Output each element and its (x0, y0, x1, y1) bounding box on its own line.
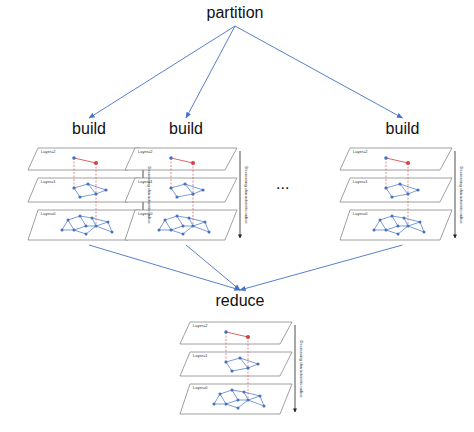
ellipsis-mark: ... (276, 176, 289, 192)
layer-label: Layer=0 (138, 212, 153, 216)
layer-label: Layer=1 (193, 354, 208, 358)
layer-label: Layer=1 (353, 180, 368, 184)
step-label: build (340, 118, 465, 138)
layer-label: Layer=1 (41, 180, 56, 184)
step-label: build (28, 118, 150, 138)
step-title: partition (190, 2, 280, 26)
layer-stack (125, 148, 240, 240)
flow-arrow (235, 26, 403, 118)
step-label: reduce (178, 290, 302, 310)
flow-arrow (89, 26, 235, 118)
layer-label: Layer=2 (41, 150, 56, 154)
flow-arrow (240, 245, 403, 290)
layer-label: Layer=2 (353, 150, 368, 154)
axis-caption: Decreasing characteristic radius (244, 167, 248, 224)
layer-label: Layer=0 (41, 212, 56, 216)
layer-label: Layer=2 (193, 324, 208, 328)
layer-stack (180, 322, 295, 414)
layer-label: Layer=0 (193, 386, 208, 390)
layer-stack (28, 148, 143, 240)
layer-label: Layer=0 (353, 212, 368, 216)
axis-caption: Decreasing characteristic radius (459, 167, 463, 224)
layer-label: Layer=1 (138, 180, 153, 184)
layer-stack (340, 148, 455, 240)
layer-label: Layer=2 (138, 150, 153, 154)
flow-arrow (186, 26, 235, 118)
step-label: partition (190, 2, 280, 22)
flow-arrow (89, 245, 240, 290)
axis-caption: Decreasing characteristic radius (299, 341, 303, 398)
step-label: build (125, 118, 247, 138)
flow-arrow (186, 245, 240, 290)
